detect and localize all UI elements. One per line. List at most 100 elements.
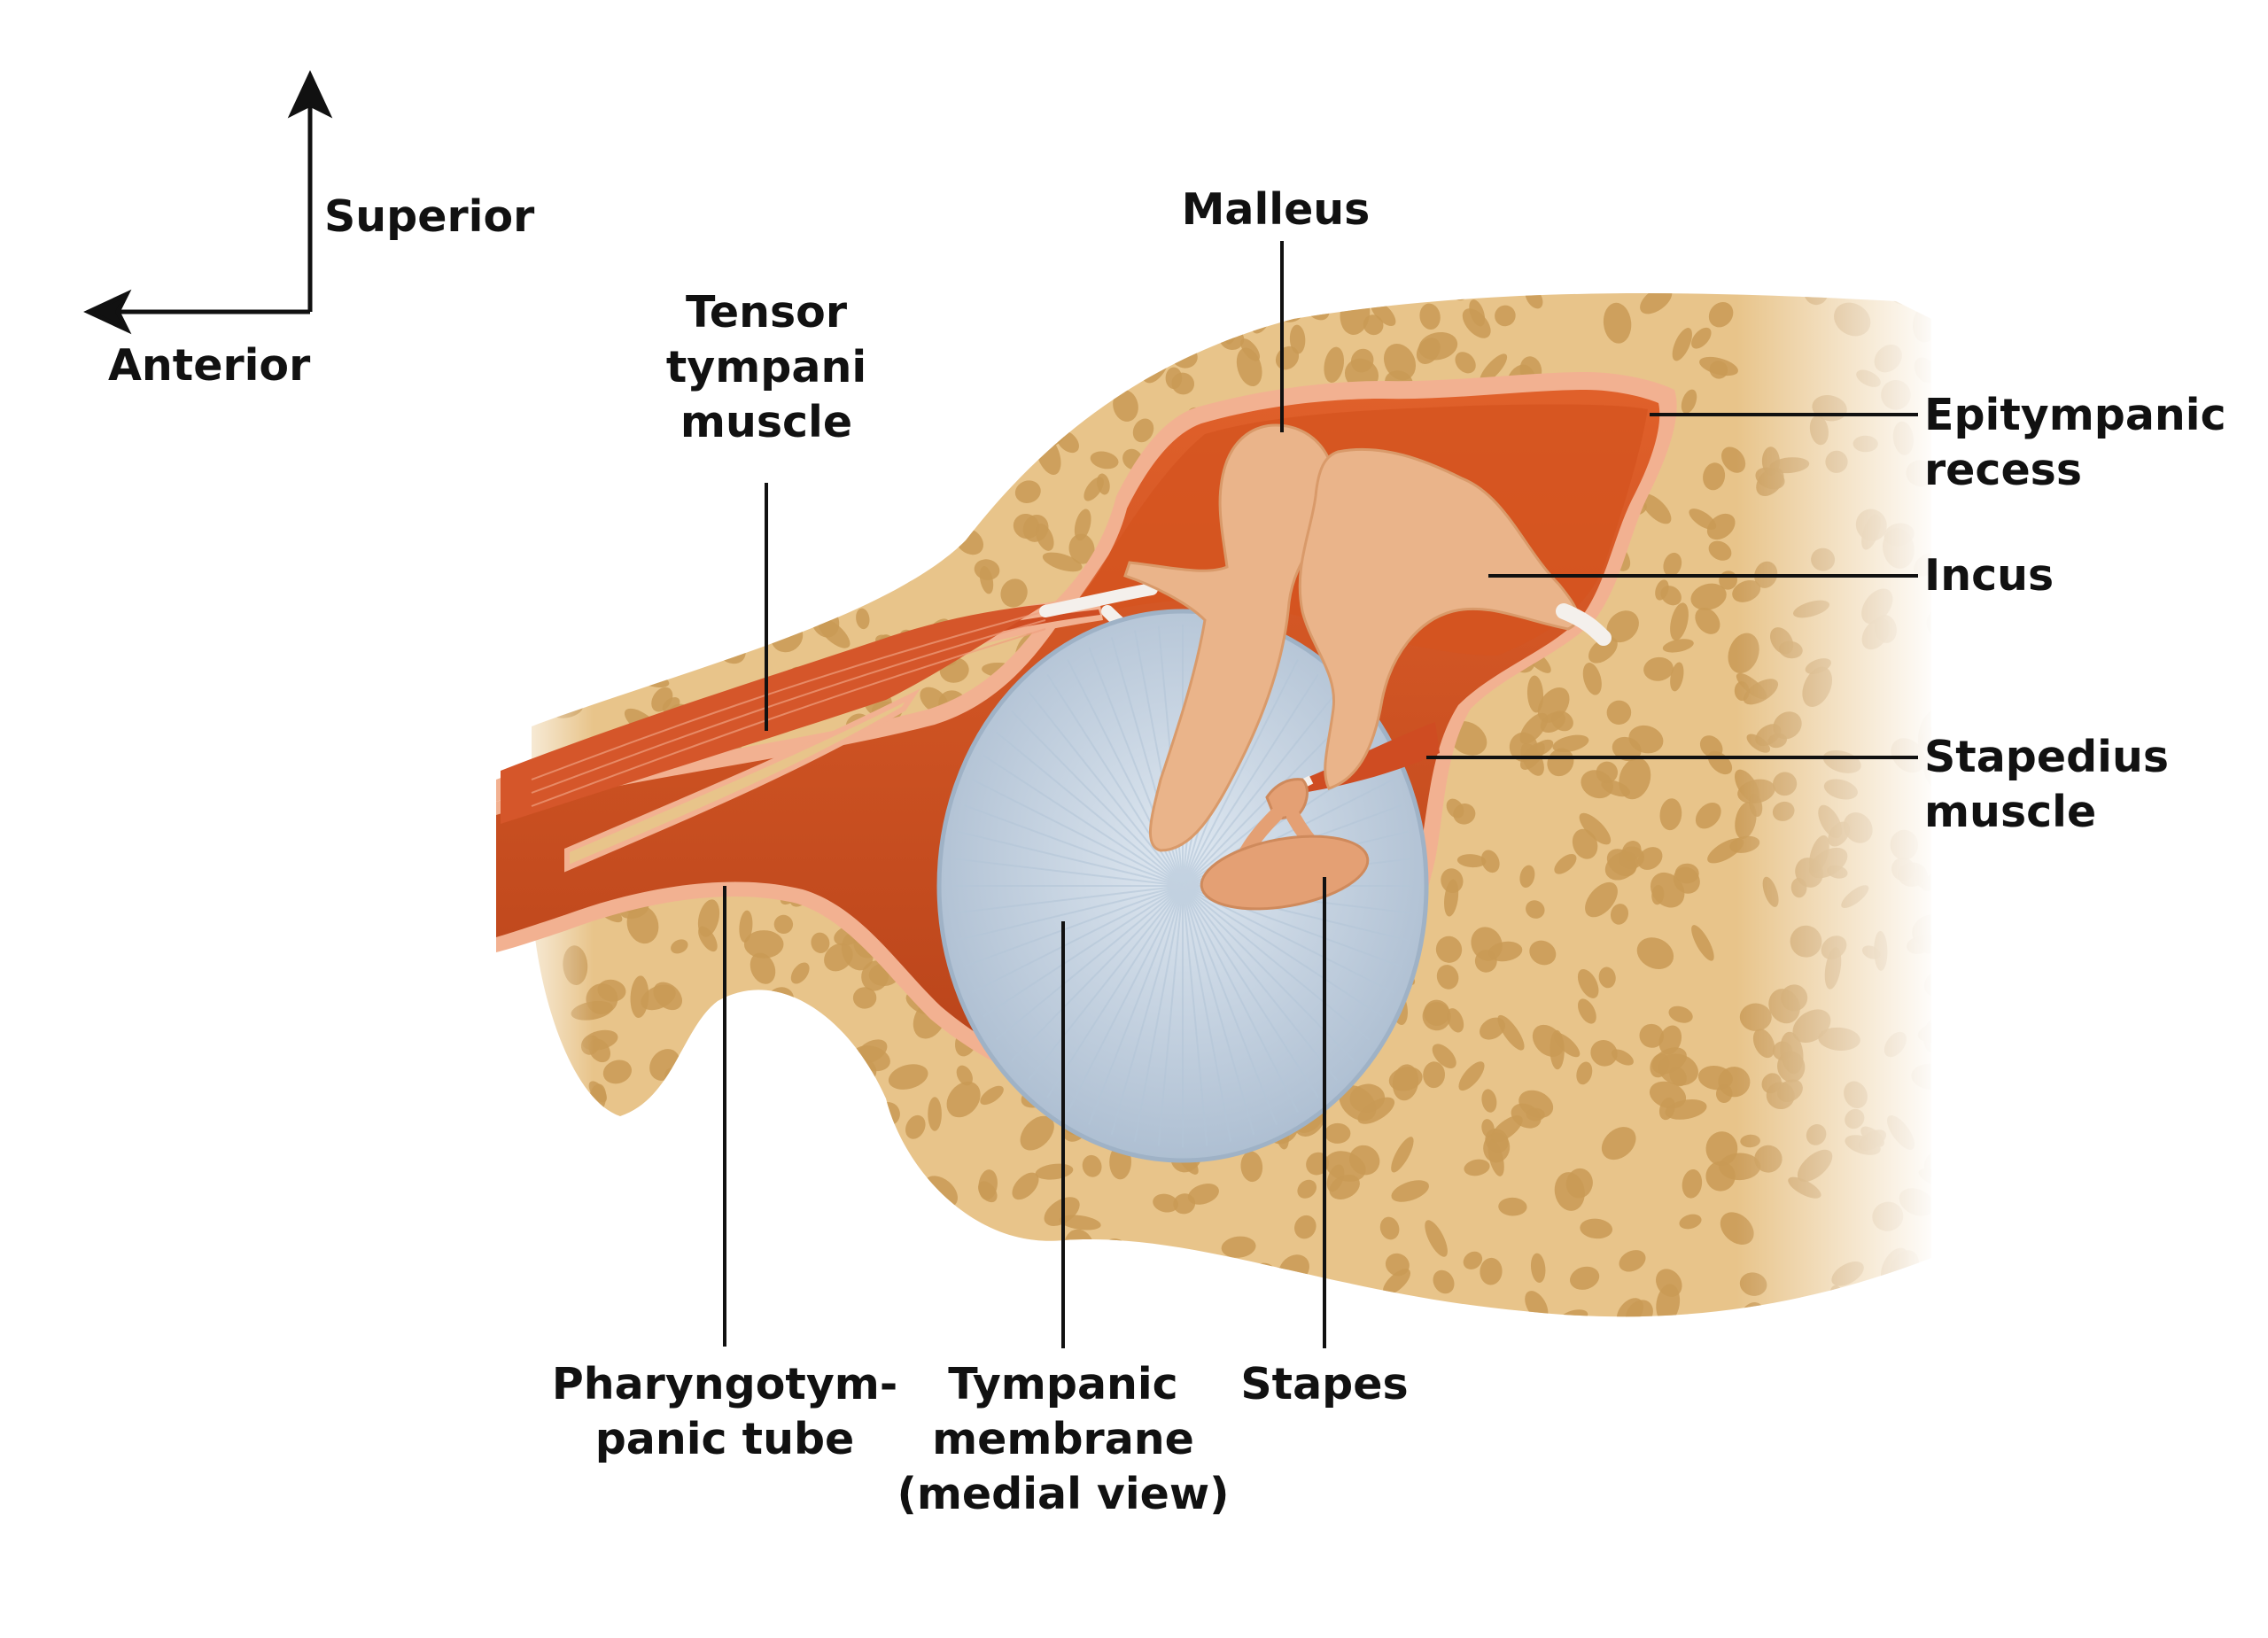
bone-pore	[905, 307, 941, 339]
bone-pore	[1242, 1321, 1264, 1346]
incus	[1298, 447, 1580, 790]
bone-pore	[1153, 1319, 1185, 1353]
bone-pore	[1708, 301, 1734, 328]
bone-pore	[778, 1163, 804, 1189]
bone-pore	[654, 1279, 674, 1301]
bone-pore	[585, 455, 628, 481]
bone-pore	[1463, 1251, 1483, 1269]
bone-pore	[1703, 462, 1726, 491]
bone-pore	[974, 559, 1000, 580]
bone-pore	[1530, 1253, 1546, 1284]
bone-pore	[709, 593, 736, 611]
bone-pore	[1357, 1097, 1395, 1124]
bone-pore	[532, 604, 548, 633]
bone-pore	[825, 1075, 841, 1095]
bone-pore	[861, 960, 889, 991]
bone-pore	[584, 640, 613, 663]
bone-pore	[1236, 1290, 1255, 1311]
bone-pore	[1007, 293, 1045, 322]
bone-pore	[979, 1255, 1008, 1284]
membrane-fiber	[1182, 885, 1338, 1081]
bone-pore	[1129, 1277, 1157, 1300]
bone-pore	[563, 1168, 587, 1193]
bone-pore	[1526, 900, 1545, 919]
bone-pore	[727, 1303, 749, 1317]
bone-pore	[1474, 950, 1497, 973]
bone-pore	[575, 471, 599, 506]
label-line: Pharyngotym-	[551, 1359, 898, 1409]
bone-pore	[686, 571, 704, 593]
bone-pore	[1035, 524, 1054, 551]
bone-pore	[1480, 850, 1500, 873]
bone-pore	[867, 1129, 888, 1151]
bone-pore	[1579, 812, 1612, 845]
bone-pore	[1151, 1288, 1172, 1311]
bone-pore	[1679, 1214, 1702, 1230]
bone-pore	[1577, 968, 1599, 998]
membrane-fiber	[1182, 885, 1370, 1041]
bone-pore	[1674, 863, 1699, 884]
bone-pore	[1074, 508, 1091, 541]
tensor-tympani-belly	[501, 604, 1045, 824]
label-epitympanic-recess: Epitympanic recess	[1924, 388, 2226, 498]
bone-pore	[1643, 656, 1674, 681]
bone-pore	[1480, 1257, 1503, 1285]
bone-pore	[1433, 1269, 1455, 1294]
bone-pore	[1020, 1115, 1054, 1151]
bone-pore	[571, 301, 599, 341]
bone-pore	[1651, 884, 1665, 905]
bone-pore	[946, 1081, 981, 1118]
membrane-fiber	[1182, 885, 1208, 1146]
bone-pore	[568, 501, 585, 540]
bone-pore	[1641, 493, 1672, 524]
bone-pore	[1455, 352, 1476, 374]
bone-pore	[745, 1228, 776, 1250]
bone-pore	[1031, 409, 1050, 427]
bone-pore	[671, 939, 688, 954]
bone-pore	[1014, 1260, 1030, 1277]
orientation-anterior: Anterior	[108, 340, 311, 391]
membrane-fiber	[963, 803, 1184, 887]
bone-pore	[1068, 533, 1095, 564]
membrane-fiber	[1028, 691, 1184, 887]
bone-pore	[920, 1300, 950, 1317]
bone-pore	[1148, 293, 1169, 308]
bone-pore	[807, 564, 827, 598]
bone-pore	[705, 482, 731, 510]
bone-pore	[1481, 1089, 1497, 1113]
label-tensor-tympani-muscle: Tensor tympani muscle	[666, 285, 866, 450]
bone-pore	[1379, 1336, 1410, 1352]
bone-pore	[1169, 1258, 1193, 1280]
bone-pore	[951, 1311, 975, 1317]
bone-pore	[917, 1316, 952, 1317]
membrane-fiber	[963, 885, 1184, 968]
bone-pore	[1639, 1023, 1665, 1048]
label-incus: Incus	[1924, 548, 2054, 603]
bone-pore	[1708, 540, 1732, 561]
bone-pore	[1055, 370, 1086, 389]
bone-pore	[659, 581, 694, 609]
label-line: panic tube	[594, 1414, 855, 1464]
bone-pore	[1441, 868, 1464, 894]
bone-pore	[1606, 700, 1632, 726]
bone-pore	[1670, 662, 1684, 692]
membrane-fiber	[1088, 885, 1184, 1125]
bone-pore	[1000, 578, 1028, 608]
bone-pore	[1187, 1184, 1219, 1205]
bone-pore	[750, 952, 776, 984]
membrane-fiber	[972, 779, 1184, 887]
bone-pore	[1113, 390, 1138, 422]
bone-pore	[1262, 1308, 1285, 1317]
bone-pore	[654, 1098, 690, 1126]
membrane-fiber	[1028, 885, 1184, 1081]
bone-pore	[811, 932, 830, 953]
right-fade	[1736, 266, 1940, 1329]
orientation-arrows	[83, 70, 333, 335]
label-line: membrane	[932, 1414, 1194, 1464]
bone-pore	[937, 374, 959, 394]
bone-pore	[1418, 331, 1458, 361]
bone-pore	[974, 1247, 996, 1267]
bone-pore	[705, 1036, 738, 1069]
bone-pore	[1458, 1061, 1485, 1091]
bone-pore	[812, 1083, 835, 1117]
